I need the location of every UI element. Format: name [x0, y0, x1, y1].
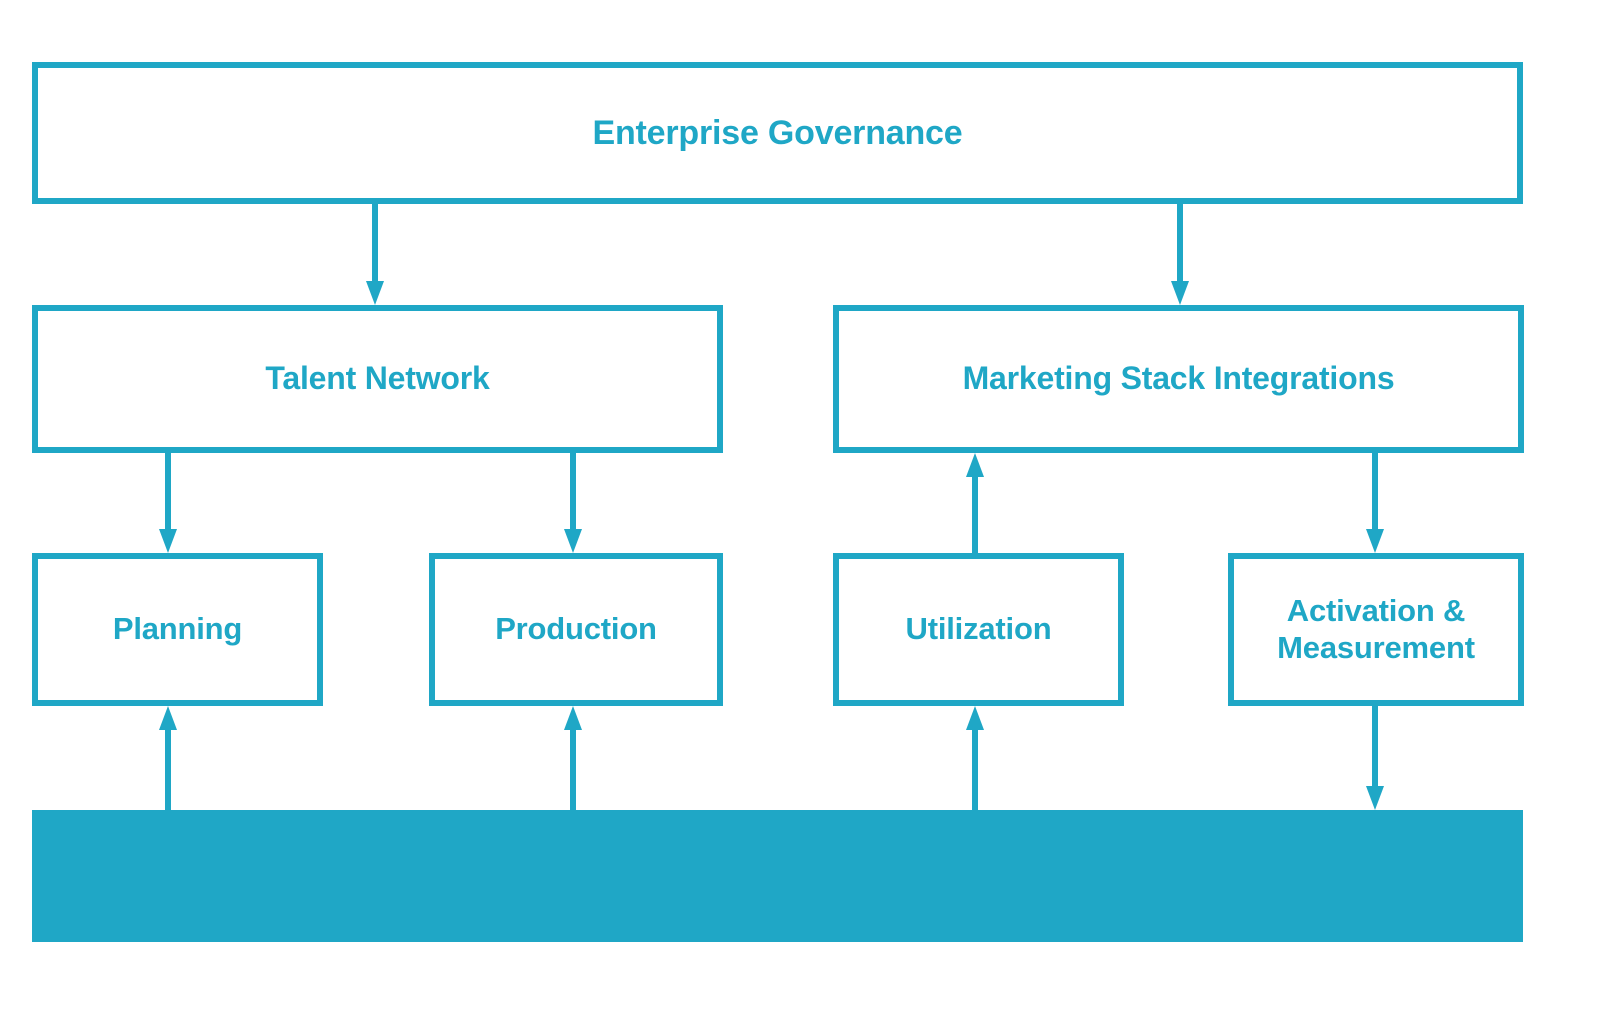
node-activation-measurement[interactable]: Activation & Measurement — [1228, 553, 1524, 706]
edge-data-engine-to-production — [564, 706, 582, 810]
edge-activation-to-data-engine — [1366, 706, 1384, 810]
edge-governance-to-talent — [366, 203, 384, 305]
edge-marketing-to-activation — [1366, 453, 1384, 553]
node-production[interactable]: Production — [429, 553, 723, 706]
node-label-enterprise-governance: Enterprise Governance — [592, 113, 963, 152]
node-label-activation-line2: Measurement — [1277, 629, 1475, 665]
edge-governance-to-marketing — [1171, 203, 1189, 305]
node-marketing-stack-integrations[interactable]: Marketing Stack Integrations — [833, 305, 1524, 453]
node-talent-network[interactable]: Talent Network — [32, 305, 723, 453]
node-label-planning: Planning — [112, 611, 243, 647]
band-data-engine: Data Engine — [32, 810, 1523, 942]
edge-data-engine-to-utilization — [966, 706, 984, 810]
node-label-activation-measurement: Activation & Measurement — [1267, 593, 1485, 666]
node-enterprise-governance[interactable]: Enterprise Governance — [32, 62, 1523, 204]
edge-utilization-to-marketing — [966, 453, 984, 553]
node-label-utilization: Utilization — [905, 611, 1052, 647]
edge-talent-to-production — [564, 453, 582, 553]
node-label-marketing-stack-integrations: Marketing Stack Integrations — [962, 360, 1395, 397]
edge-data-engine-to-planning — [159, 706, 177, 810]
node-planning[interactable]: Planning — [32, 553, 323, 706]
node-utilization[interactable]: Utilization — [833, 553, 1124, 706]
node-label-production: Production — [495, 611, 657, 647]
edge-talent-to-planning — [159, 453, 177, 553]
node-label-talent-network: Talent Network — [265, 360, 490, 397]
node-label-activation-line1: Activation & — [1286, 592, 1466, 628]
